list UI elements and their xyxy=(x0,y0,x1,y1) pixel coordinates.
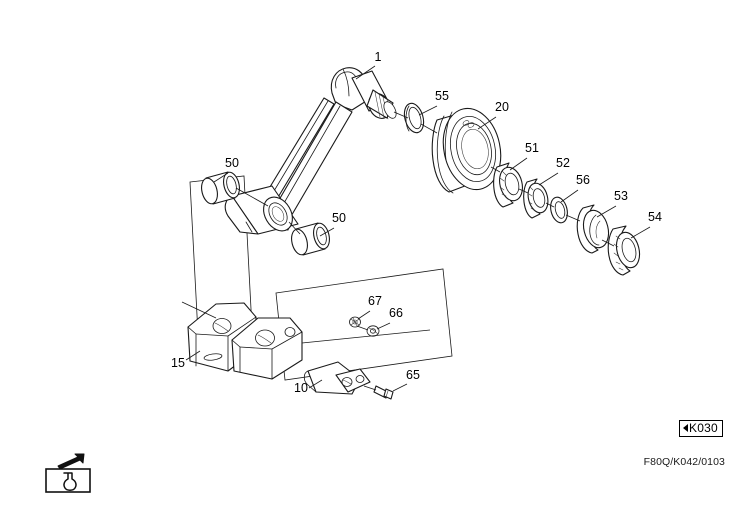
callout-55: 55 xyxy=(435,89,449,103)
callout-50-left: 50 xyxy=(225,156,239,170)
part-bushing-right xyxy=(291,222,330,256)
callout-56: 56 xyxy=(576,173,590,187)
sheet-reference-code: K030 xyxy=(689,421,718,435)
callout-67: 67 xyxy=(368,294,382,308)
part-link-rod xyxy=(303,361,371,395)
part-seal-cap xyxy=(576,204,610,254)
callout-20: 20 xyxy=(495,100,509,114)
callout-labels: 1 55 20 51 52 56 53 54 50 50 67 66 15 10… xyxy=(171,50,662,395)
sheet-reference-badge[interactable]: K030 xyxy=(679,420,723,437)
part-mounting-bracket xyxy=(187,302,303,380)
arrow-up-right-icon xyxy=(57,453,85,470)
callout-66: 66 xyxy=(389,306,403,320)
callout-leaders xyxy=(181,65,651,392)
part-bearing-ring-small xyxy=(523,178,549,219)
callout-15: 15 xyxy=(171,356,185,370)
part-washer xyxy=(366,325,380,337)
front-direction-symbol xyxy=(45,453,91,493)
callout-50-right: 50 xyxy=(332,211,346,225)
leader-box-right-bushing xyxy=(275,268,453,381)
drawing-caption: F80Q/K042/0103 xyxy=(643,456,725,468)
part-hub-barrel xyxy=(224,185,299,235)
callout-53: 53 xyxy=(614,189,628,203)
callout-52: 52 xyxy=(556,156,570,170)
keyhole-icon xyxy=(63,472,77,491)
part-retaining-ring xyxy=(403,102,425,134)
callout-65: 65 xyxy=(406,368,420,382)
part-bearing-ring xyxy=(493,162,523,208)
callout-10: 10 xyxy=(294,381,308,395)
part-lock-washer xyxy=(349,316,361,328)
callout-51: 51 xyxy=(525,141,539,155)
part-bolt xyxy=(373,385,394,400)
part-bearing-housing xyxy=(431,107,502,194)
part-spacer-ring xyxy=(550,196,568,224)
assembly-axis-lines xyxy=(235,111,615,391)
callout-54: 54 xyxy=(648,210,662,224)
part-bushing-left xyxy=(201,171,240,205)
left-triangle-icon xyxy=(683,424,688,432)
callout-1: 1 xyxy=(375,50,382,64)
part-outer-ring xyxy=(607,225,641,276)
